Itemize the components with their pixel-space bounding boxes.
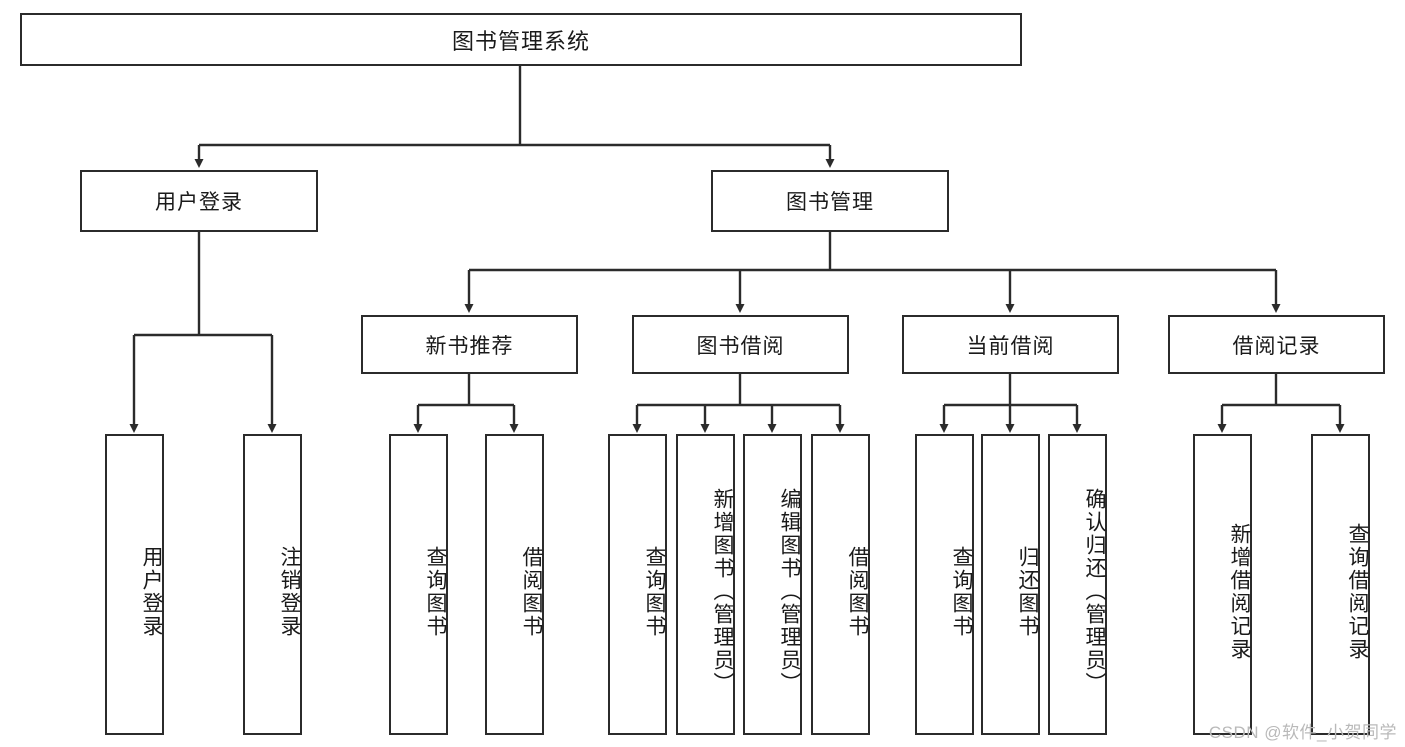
node-label: 归还图书	[1016, 545, 1039, 638]
node-label: 用户登录	[140, 545, 163, 638]
node-label: 新书推荐	[425, 334, 514, 358]
node-borrow-record[interactable]: 借阅记录	[1168, 315, 1385, 374]
leaf-query-borrow-record[interactable]: 查询借阅记录	[1311, 434, 1370, 735]
node-new-book-recommend[interactable]: 新书推荐	[361, 315, 578, 374]
node-label: 查询图书	[424, 545, 447, 638]
leaf-return-book[interactable]: 归还图书	[981, 434, 1040, 735]
node-label: 注销登录	[278, 545, 301, 638]
node-label: 新增借阅记录	[1228, 522, 1251, 661]
leaf-confirm-return-admin[interactable]: 确认归还（管理员）	[1048, 434, 1107, 735]
node-label: 当前借阅	[966, 334, 1055, 358]
leaf-query-book-borrow[interactable]: 查询图书	[608, 434, 667, 735]
node-label: 图书管理系统	[451, 28, 590, 54]
node-label: 确认归还（管理员）	[1083, 488, 1106, 695]
node-label: 借阅图书	[846, 545, 869, 638]
node-label: 图书借阅	[696, 334, 785, 358]
leaf-borrow-book-recommend[interactable]: 借阅图书	[485, 434, 544, 735]
node-user-login[interactable]: 用户登录	[80, 170, 318, 232]
leaf-add-book-admin[interactable]: 新增图书（管理员）	[676, 434, 735, 735]
node-book-management[interactable]: 图书管理	[711, 170, 949, 232]
watermark-text: CSDN @软件_小贺同学	[1208, 723, 1397, 742]
leaf-query-book-current[interactable]: 查询图书	[915, 434, 974, 735]
leaf-edit-book-admin[interactable]: 编辑图书（管理员）	[743, 434, 802, 735]
node-label: 编辑图书（管理员）	[778, 488, 801, 695]
node-label: 查询图书	[950, 545, 973, 638]
node-label: 查询借阅记录	[1346, 522, 1369, 661]
leaf-user-login[interactable]: 用户登录	[105, 434, 164, 735]
node-root-system[interactable]: 图书管理系统	[20, 13, 1022, 66]
leaf-logout[interactable]: 注销登录	[243, 434, 302, 735]
leaf-add-borrow-record[interactable]: 新增借阅记录	[1193, 434, 1252, 735]
node-label: 用户登录	[155, 191, 243, 214]
node-book-borrow[interactable]: 图书借阅	[632, 315, 849, 374]
node-label: 借阅图书	[520, 545, 543, 638]
node-label: 查询图书	[643, 545, 666, 638]
node-label: 图书管理	[786, 191, 874, 214]
node-label: 新增图书（管理员）	[711, 488, 734, 695]
leaf-query-book-recommend[interactable]: 查询图书	[389, 434, 448, 735]
node-label: 借阅记录	[1232, 334, 1321, 358]
leaf-borrow-book[interactable]: 借阅图书	[811, 434, 870, 735]
node-current-borrow[interactable]: 当前借阅	[902, 315, 1119, 374]
